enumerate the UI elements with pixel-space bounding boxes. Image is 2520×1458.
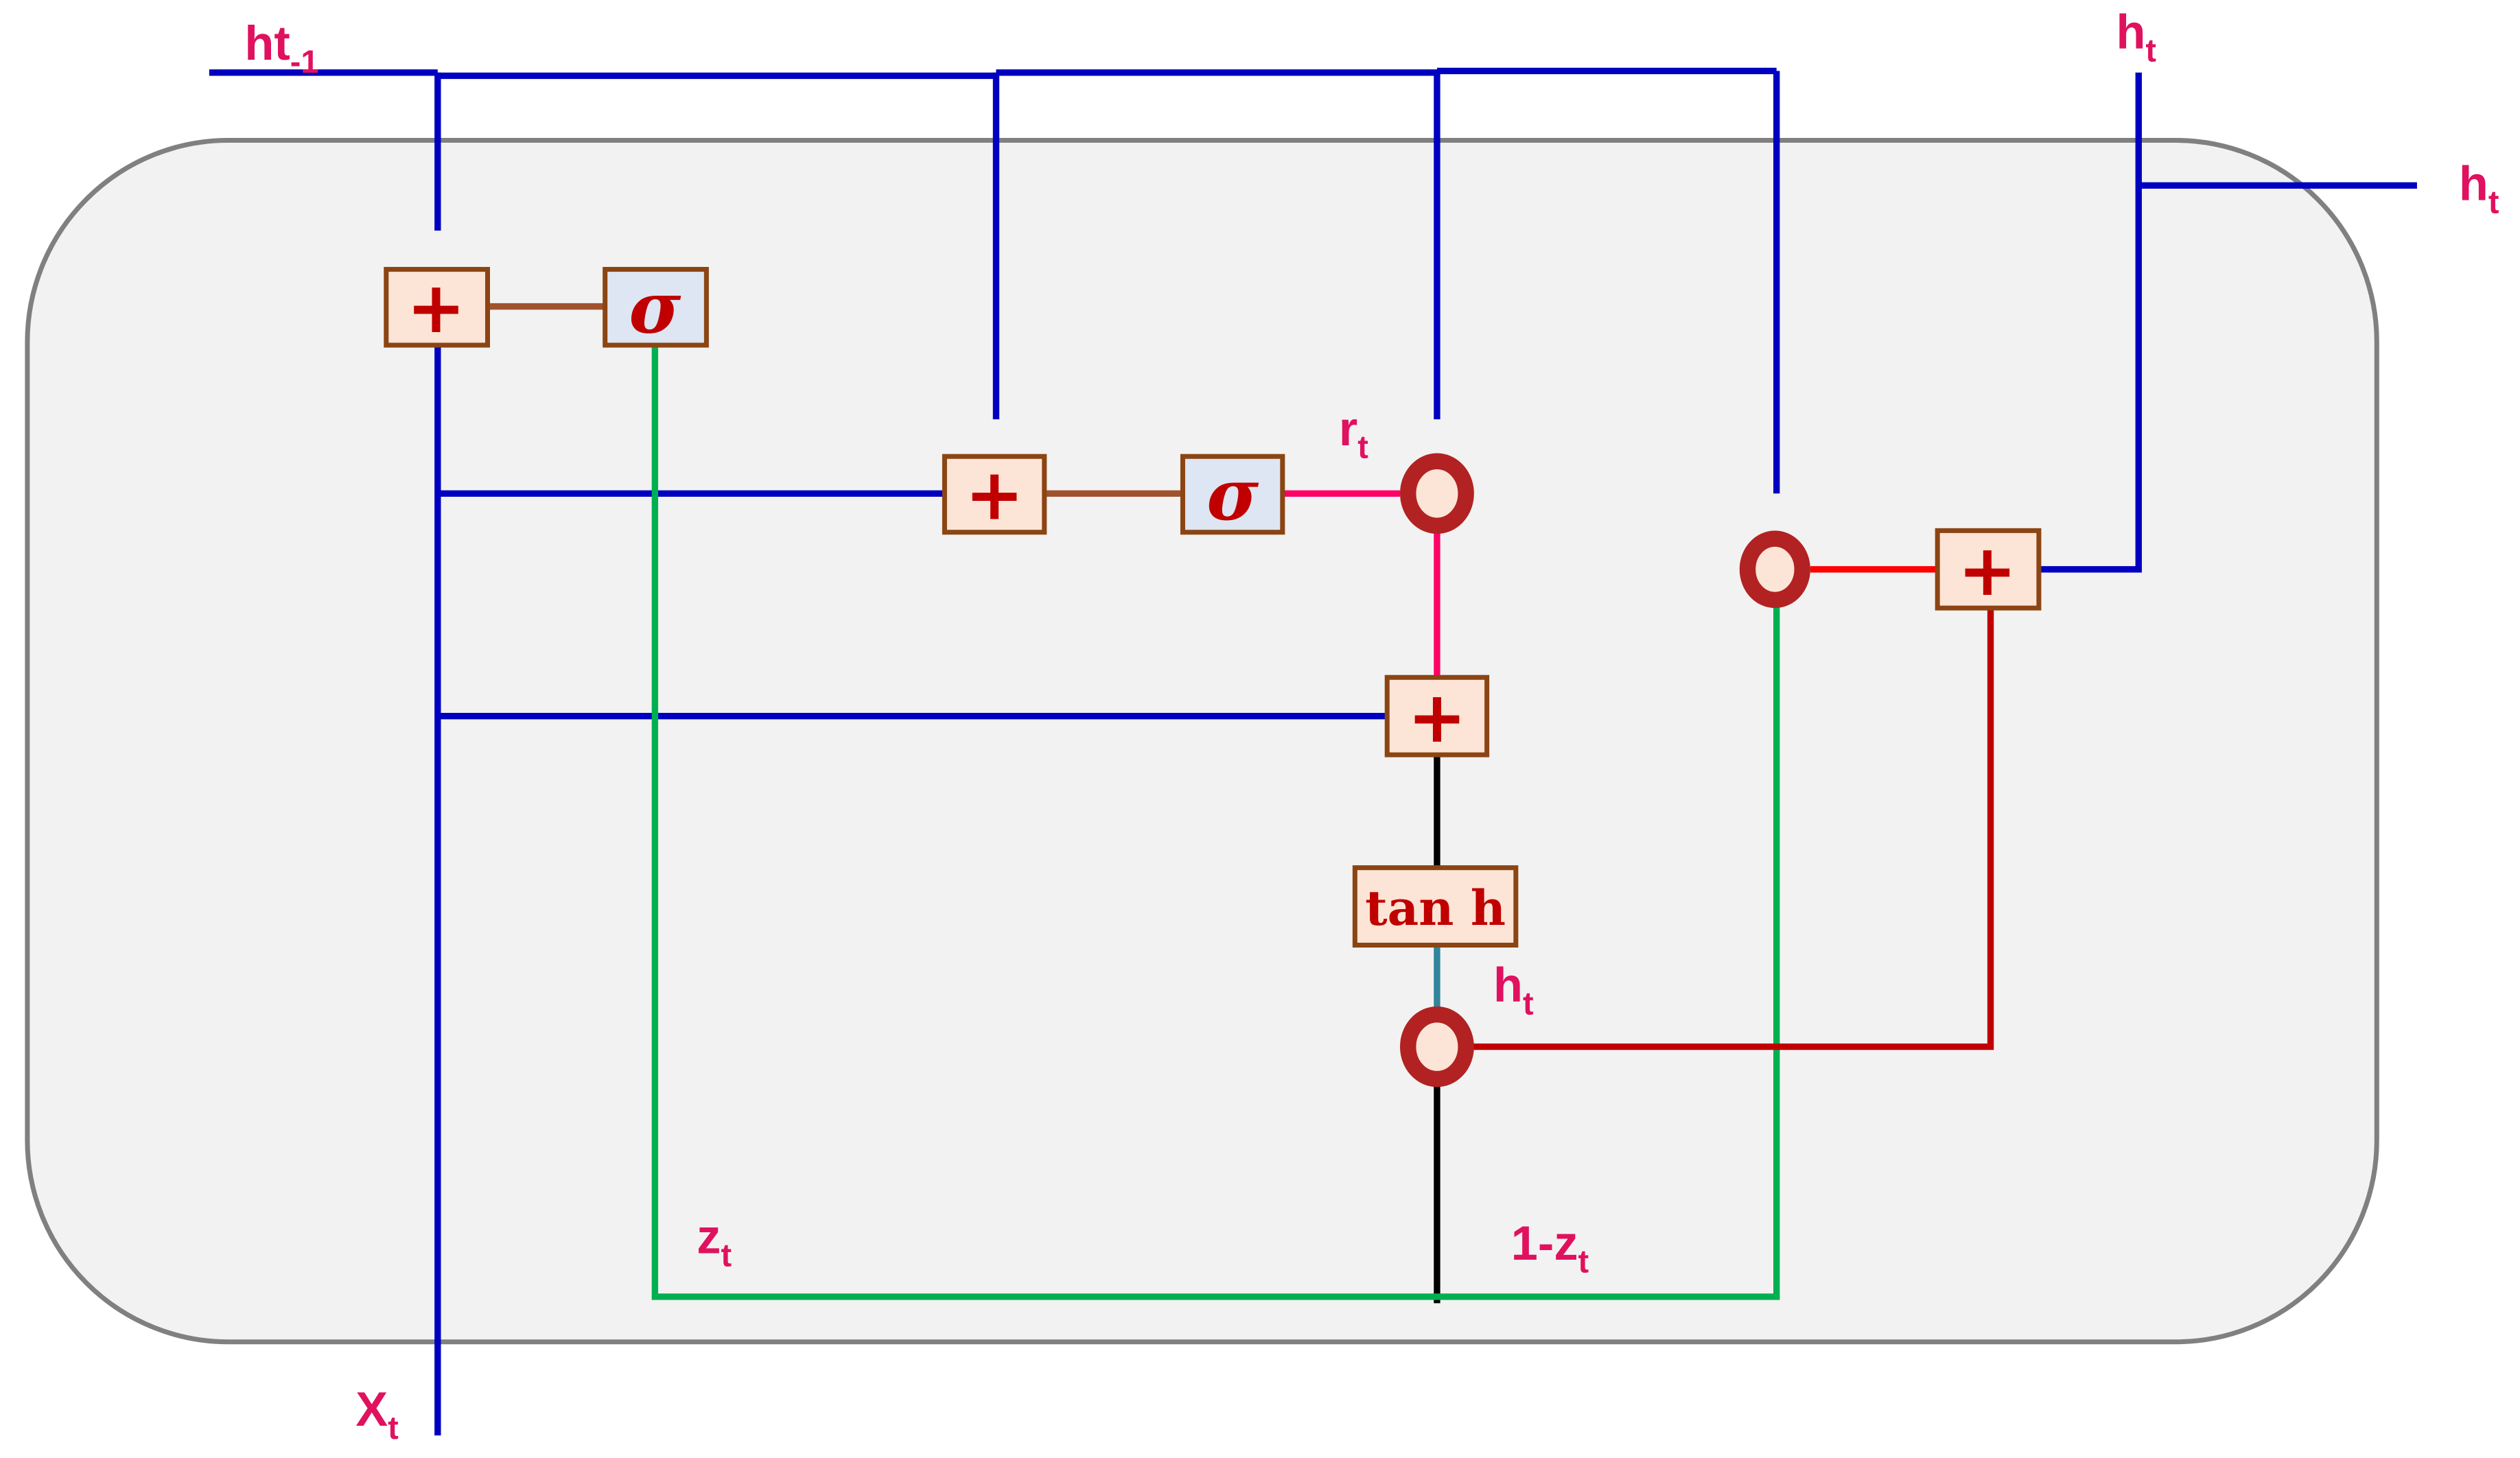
label-h-prev-main: ht	[244, 16, 290, 70]
label-h-out-top-main: h	[2116, 4, 2145, 58]
tanh-box: tan h	[1352, 865, 1519, 948]
label-z-t-main: z	[697, 1209, 721, 1263]
wire-z-t-loop	[651, 345, 1780, 1300]
blue-wires	[209, 67, 2417, 1436]
label-h-out-right-main: h	[2459, 156, 2488, 210]
green-wires	[651, 345, 1780, 1300]
label-one-minus-z-sub: t	[1578, 1243, 1589, 1280]
reset-sigma-box: σ	[1180, 454, 1285, 537]
label-h-prev: ht-1	[244, 16, 318, 80]
label-h-candidate: ht	[1493, 958, 1534, 1022]
label-h-out-right-sub: t	[2488, 183, 2499, 220]
update-sigma-symbol: σ	[629, 266, 681, 349]
label-h-candidate-main: h	[1493, 958, 1523, 1012]
label-h-out-right: ht	[2459, 156, 2499, 220]
update-sum-box: +	[384, 267, 490, 349]
final-sum-symbol: +	[1958, 530, 2017, 612]
label-x-t-main: X	[355, 1382, 388, 1436]
red-wires	[1472, 566, 1994, 1050]
tanh-symbol: tan h	[1365, 880, 1506, 937]
reset-sum-symbol: +	[965, 454, 1024, 537]
label-h-candidate-sub: t	[1523, 985, 1534, 1022]
label-r-t-sub: t	[1357, 429, 1368, 465]
update-sigma-box: σ	[603, 266, 709, 350]
label-z-t-sub: t	[721, 1236, 732, 1273]
label-one-minus-z: 1-zt	[1511, 1216, 1589, 1280]
label-one-minus-z-main: 1-z	[1511, 1216, 1578, 1270]
label-r-t-main: r	[1339, 401, 1357, 456]
wire-candidate-gate-to-final-sum	[1472, 608, 1994, 1050]
label-r-t: rt	[1339, 401, 1368, 465]
label-x-t-sub: t	[388, 1409, 399, 1446]
candidate-sum-symbol: +	[1408, 677, 1467, 759]
label-h-prev-sub: -1	[290, 43, 319, 80]
final-sum-box: +	[1935, 528, 2042, 612]
label-h-out-top: ht	[2116, 4, 2156, 68]
reset-sigma-symbol: σ	[1206, 454, 1259, 537]
pink-wires	[1282, 490, 1440, 678]
reset-sum-box: +	[942, 454, 1047, 537]
brown-wires	[487, 303, 1183, 497]
label-h-out-top-sub: t	[2145, 32, 2156, 68]
update-sum-symbol: +	[406, 267, 465, 349]
wire-output-up	[2038, 72, 2142, 573]
label-z-t: zt	[697, 1209, 732, 1273]
label-x-t: Xt	[355, 1382, 399, 1446]
reset-gate-ring	[1400, 453, 1474, 534]
cell-body	[25, 137, 2379, 1345]
candidate-gate-ring	[1400, 1006, 1474, 1087]
keep-gate-ring	[1739, 530, 1810, 609]
candidate-sum-box: +	[1384, 674, 1490, 759]
